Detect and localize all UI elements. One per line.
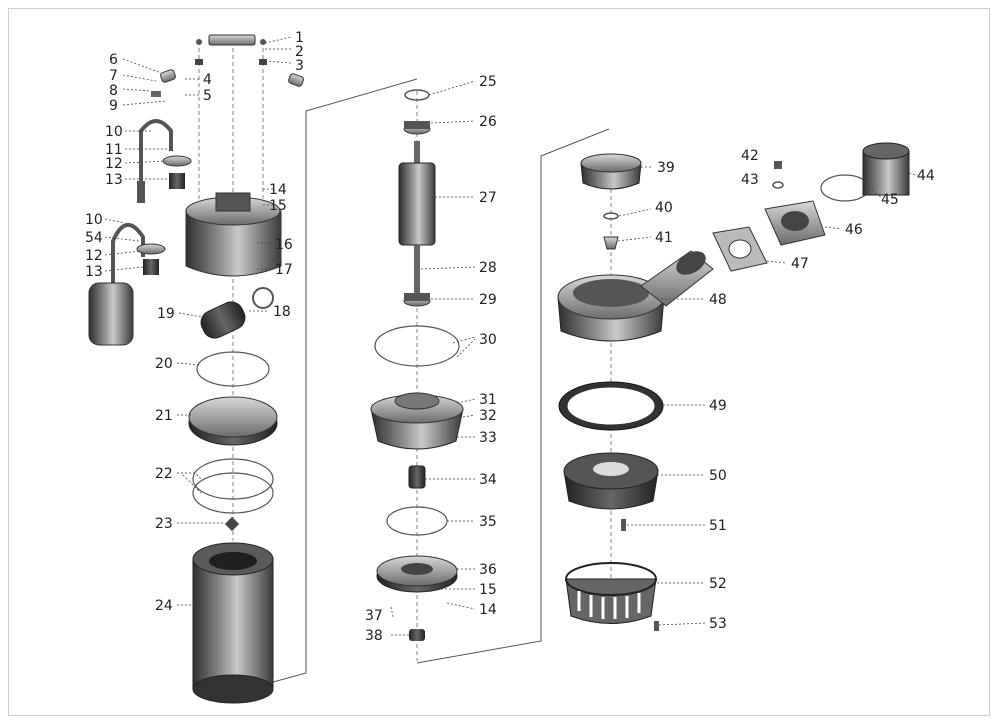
callout-41: 41 <box>655 230 673 246</box>
part-cable-clamps <box>151 69 304 97</box>
callout-4: 4 <box>203 72 212 88</box>
callout-37: 37 <box>365 608 383 624</box>
callout-48: 48 <box>709 292 727 308</box>
part-rotor-27 <box>398 141 436 295</box>
part-cable-plate <box>208 34 256 46</box>
part-flange-46 <box>764 200 826 246</box>
callout-26: 26 <box>479 114 497 130</box>
callout-28: 28 <box>479 260 497 276</box>
part-float-switch <box>88 223 166 346</box>
callout-52: 52 <box>709 576 727 592</box>
callout-43: 43 <box>741 172 759 188</box>
callout-39: 39 <box>657 160 675 176</box>
callout-44: 44 <box>917 168 935 184</box>
callout-29: 29 <box>479 292 497 308</box>
part-o-ring-45 <box>820 174 870 202</box>
leader-lines <box>104 36 916 636</box>
part-o-ring-20 <box>196 351 270 387</box>
callout-14b: 14 <box>479 602 497 618</box>
callout-5: 5 <box>203 88 212 104</box>
callout-23: 23 <box>155 516 173 532</box>
callout-11: 11 <box>105 142 123 158</box>
callout-49: 49 <box>709 398 727 414</box>
part-seal-34 <box>408 465 426 489</box>
callout-6: 6 <box>109 52 118 68</box>
callout-10a: 10 <box>105 124 123 140</box>
callout-31: 31 <box>479 392 497 408</box>
callout-8: 8 <box>109 83 118 99</box>
callout-38: 38 <box>365 628 383 644</box>
callout-46: 46 <box>845 222 863 238</box>
part-strainer-52 <box>565 562 657 624</box>
part-motor-cover <box>185 192 282 277</box>
part-pump-casing-48 <box>557 250 714 342</box>
part-bolt-42 <box>772 161 784 189</box>
callout-33: 33 <box>479 430 497 446</box>
callout-19: 19 <box>157 306 175 322</box>
callout-32: 32 <box>479 408 497 424</box>
callout-18: 18 <box>273 304 291 320</box>
part-bearing-29 <box>403 293 431 307</box>
callout-1: 1 <box>295 30 304 46</box>
part-bearing-26 <box>403 121 431 135</box>
callout-36: 36 <box>479 562 497 578</box>
callout-16: 16 <box>275 237 293 253</box>
part-gasket-47 <box>712 226 768 272</box>
callout-34: 34 <box>479 472 497 488</box>
part-nut-41 <box>603 236 619 250</box>
callout-labels: 1 2 3 4 5 6 7 8 9 10 11 12 13 14 15 10 5… <box>85 30 935 644</box>
part-o-rings-22 <box>192 458 274 514</box>
part-gasket-49 <box>558 381 664 431</box>
part-impeller-39 <box>580 153 642 190</box>
part-outlet-44 <box>862 142 910 196</box>
part-cover-plate-21 <box>188 396 278 446</box>
exploded-pump-diagram: 1 2 3 4 5 6 7 8 9 10 11 12 13 14 15 10 5… <box>85 30 935 704</box>
callout-22: 22 <box>155 466 173 482</box>
part-capacitor <box>200 287 274 339</box>
callout-12a: 12 <box>105 156 123 172</box>
part-o-ring-30 <box>374 325 460 367</box>
part-bearing-housing-31 <box>370 392 464 450</box>
callout-3: 3 <box>295 58 304 74</box>
callout-12b: 12 <box>85 248 103 264</box>
callout-42: 42 <box>741 148 759 164</box>
part-suction-cover-50 <box>563 452 659 510</box>
callout-20: 20 <box>155 356 173 372</box>
diagram-frame: 1 2 3 4 5 6 7 8 9 10 11 12 13 14 15 10 5… <box>8 8 990 716</box>
callout-35: 35 <box>479 514 497 530</box>
callout-7: 7 <box>109 68 118 84</box>
callout-17: 17 <box>275 262 293 278</box>
part-bolt-53 <box>654 621 659 631</box>
part-bolt-51 <box>621 519 626 531</box>
callout-9: 9 <box>109 98 118 114</box>
callout-2: 2 <box>295 44 304 60</box>
callout-45: 45 <box>881 192 899 208</box>
callout-50: 50 <box>709 468 727 484</box>
part-washer-40 <box>603 212 619 220</box>
callout-10b: 10 <box>85 212 103 228</box>
part-key-23 <box>224 516 240 532</box>
callout-27: 27 <box>479 190 497 206</box>
callout-24: 24 <box>155 598 173 614</box>
callout-51: 51 <box>709 518 727 534</box>
callout-30: 30 <box>479 332 497 348</box>
part-bolts-top <box>195 39 267 65</box>
callout-40: 40 <box>655 200 673 216</box>
callout-21: 21 <box>155 408 173 424</box>
callout-15a: 15 <box>269 198 287 214</box>
callout-14a: 14 <box>269 182 287 198</box>
callout-15b: 15 <box>479 582 497 598</box>
callout-53: 53 <box>709 616 727 632</box>
callout-13b: 13 <box>85 264 103 280</box>
callout-54: 54 <box>85 230 103 246</box>
callout-47: 47 <box>791 256 809 272</box>
part-nut-38 <box>409 629 425 641</box>
callout-13a: 13 <box>105 172 123 188</box>
part-stator-housing <box>192 542 274 704</box>
part-oil-chamber-36 <box>376 555 458 593</box>
callout-25: 25 <box>479 74 497 90</box>
